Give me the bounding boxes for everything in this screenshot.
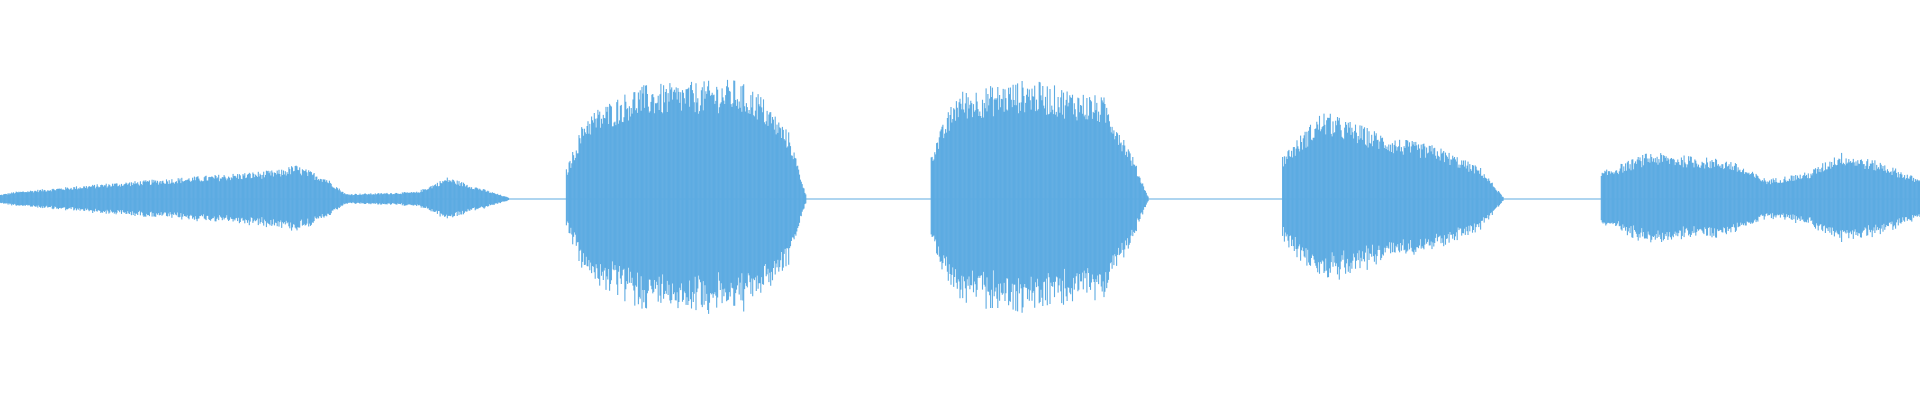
waveform-samples <box>0 79 1920 314</box>
